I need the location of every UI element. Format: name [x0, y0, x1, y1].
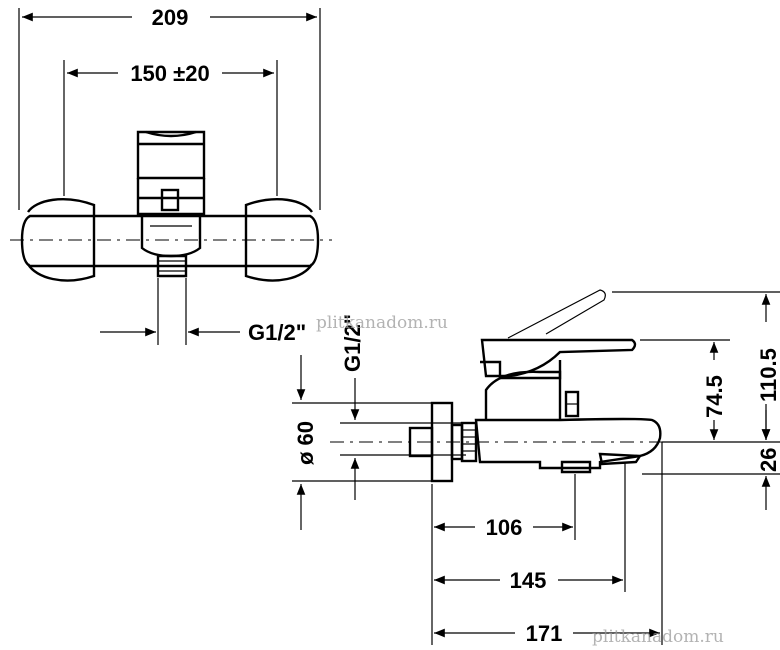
- mixer-body: [20, 214, 320, 268]
- dimension-projection-171: 171: [526, 621, 563, 646]
- left-rosette: [26, 198, 96, 282]
- dimension-height-spout: 26: [756, 448, 780, 472]
- dimension-wall-spacing: 150 ±20: [130, 61, 209, 86]
- outlet-nut: [156, 254, 188, 278]
- dimension-height-lever: 74.5: [702, 375, 727, 418]
- side-view: G1/2" ø 60: [292, 289, 780, 646]
- watermark-top: plitkanadom.ru: [316, 313, 448, 333]
- mixer-lever-side: [480, 338, 637, 378]
- dimension-projection-106: 106: [486, 515, 523, 540]
- dimension-height-total: 110.5: [756, 348, 780, 402]
- mixer-body-side: [474, 417, 662, 470]
- dimension-projection-145: 145: [510, 568, 547, 593]
- dimension-outlet-thread: G1/2": [248, 320, 306, 345]
- front-view: 209 150 ±20 G1/2": [10, 5, 332, 345]
- dimension-inlet-thread: G1/2": [340, 314, 365, 372]
- watermark-bottom: plitkanadom.ru: [592, 627, 724, 647]
- dimension-rosette-diameter: ø 60: [293, 421, 318, 465]
- mixer-handle: [136, 130, 206, 180]
- dimension-overall-width: 209: [152, 5, 189, 30]
